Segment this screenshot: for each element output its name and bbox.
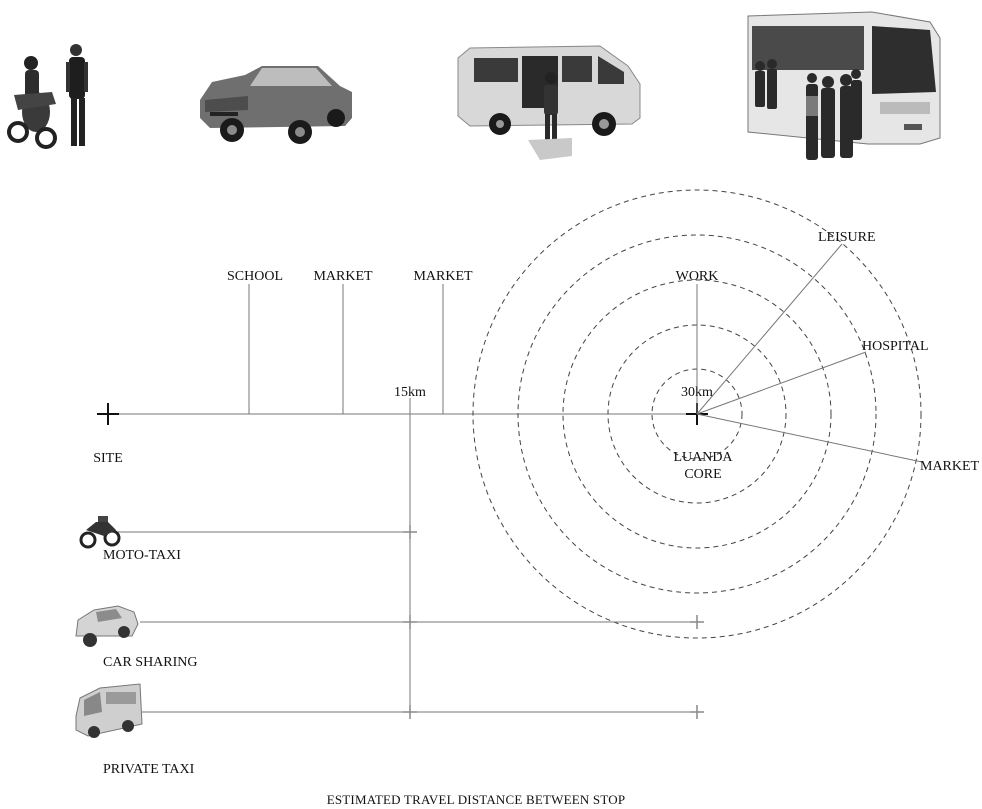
- ray-market: [696, 413, 923, 463]
- main-route: [97, 284, 708, 712]
- moto-taxi-photo: [7, 44, 88, 149]
- mode-label-car-sharing: CAR SHARING: [103, 655, 198, 670]
- stop-label-school: SCHOOL: [227, 269, 283, 284]
- car-sharing-photo: [200, 66, 352, 144]
- car-icon: [75, 605, 139, 647]
- site-label: SITE: [93, 451, 123, 466]
- destination-label-hospital: HOSPITAL: [862, 339, 929, 354]
- van-icon: [75, 683, 143, 738]
- distance-15km-label: 15km: [394, 385, 426, 400]
- diagram-caption: ESTIMATED TRAVEL DISTANCE BETWEEN STOP: [327, 792, 626, 807]
- core-label-line1: LUANDA: [673, 450, 733, 465]
- city-bus-photo: [747, 11, 941, 160]
- ring-4: [517, 234, 877, 594]
- ring-3: [562, 279, 832, 549]
- mode-markers: [403, 525, 704, 719]
- mode-label-moto-taxi: MOTO-TAXI: [103, 548, 181, 563]
- destination-rays: [696, 243, 923, 463]
- motorbike-icon: [79, 516, 121, 549]
- destination-label-leisure: LEISURE: [818, 230, 876, 245]
- destination-label-work: WORK: [676, 269, 719, 284]
- mode-label-private-taxi: PRIVATE TAXI: [103, 762, 195, 777]
- ray-leisure: [696, 243, 843, 415]
- stop-label-market-2: MARKET: [413, 269, 473, 284]
- ring-5: [472, 189, 922, 639]
- minibus-taxi-photo: [457, 45, 641, 160]
- destination-label-market: MARKET: [920, 459, 980, 474]
- ray-hospital: [696, 351, 867, 415]
- stop-label-market-1: MARKET: [313, 269, 373, 284]
- core-label-line2: CORE: [684, 467, 721, 482]
- distance-30km-label: 30km: [681, 385, 713, 400]
- mode-rows: [118, 531, 697, 713]
